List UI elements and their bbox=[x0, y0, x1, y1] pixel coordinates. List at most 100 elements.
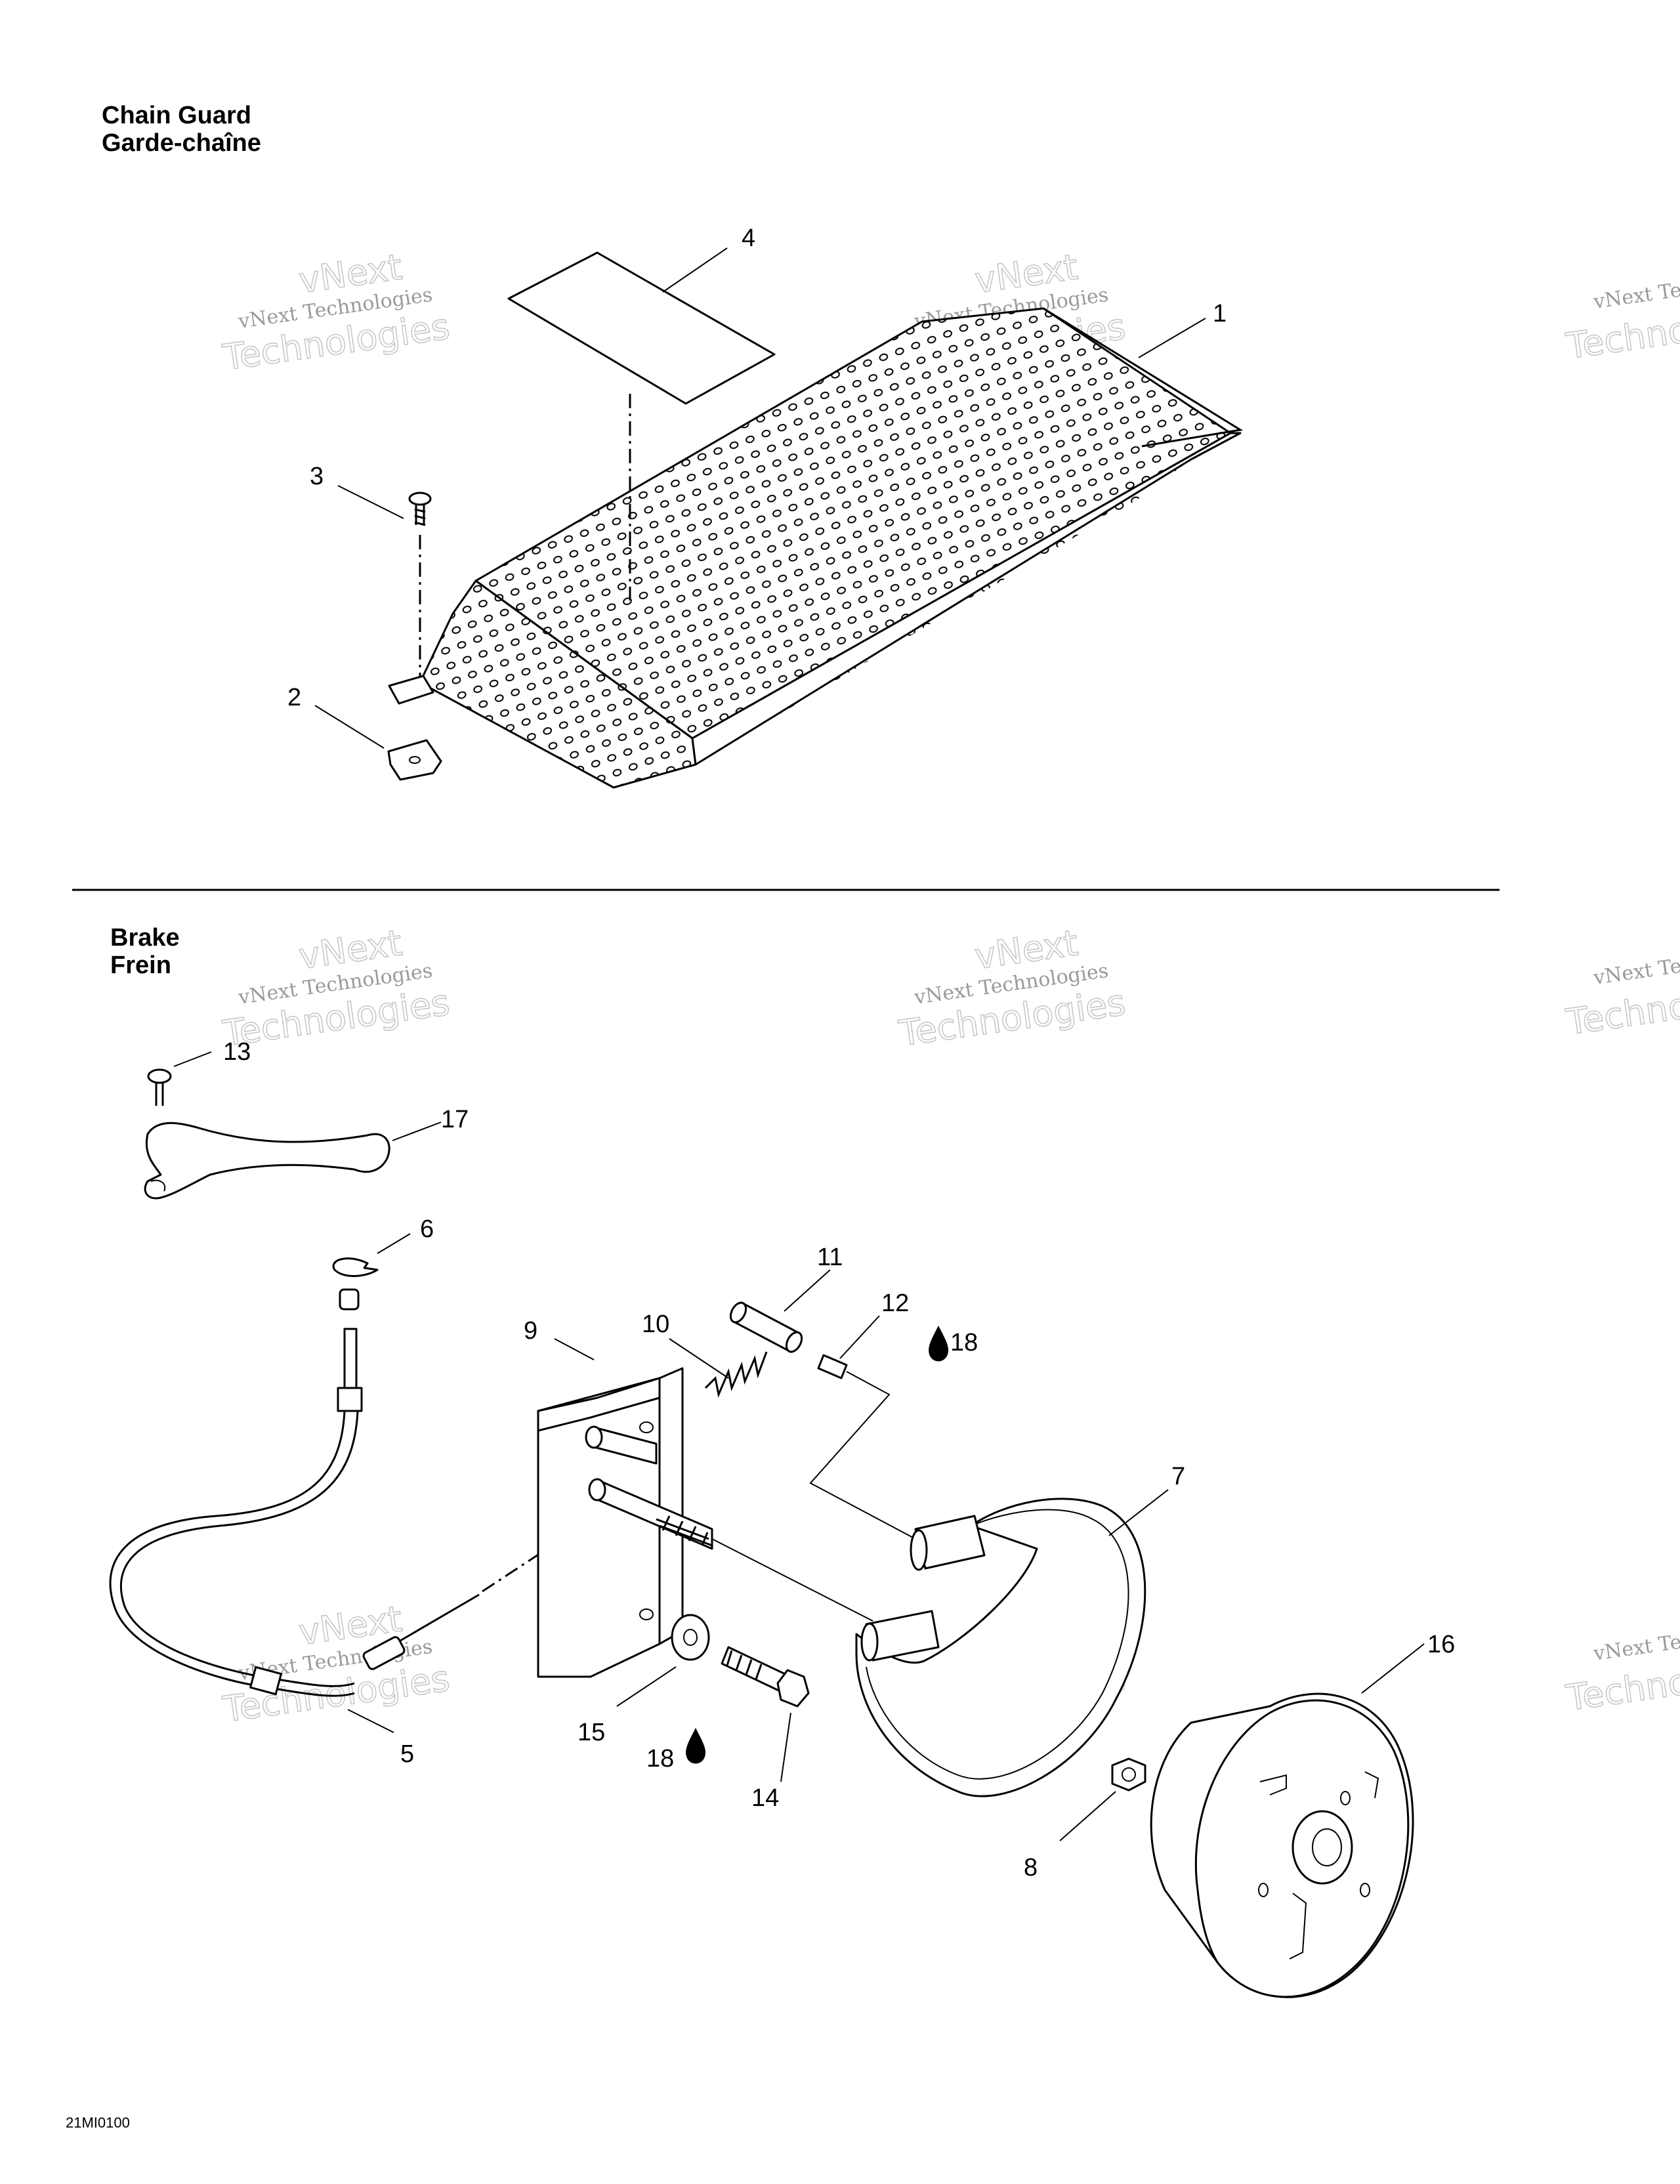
guard-side-face bbox=[691, 432, 1242, 766]
watermark-partial: vNext Te Techno bbox=[1563, 278, 1680, 368]
nut-body bbox=[387, 739, 442, 781]
leader-12 bbox=[839, 1315, 880, 1359]
guard-flange-edge bbox=[1043, 307, 1244, 448]
guard-end-holes bbox=[420, 581, 696, 788]
callout-10: 10 bbox=[642, 1311, 669, 1338]
pin-end bbox=[585, 1425, 603, 1449]
watermark-partial-text: vNext Te bbox=[1591, 954, 1680, 990]
band-inner-edge bbox=[866, 1509, 1129, 1780]
watermark-partial-text: vNext Te bbox=[1591, 1630, 1680, 1666]
leader-11 bbox=[784, 1269, 831, 1312]
callout-5: 5 bbox=[400, 1740, 414, 1768]
pin-end bbox=[785, 1331, 803, 1353]
bracket-hole bbox=[639, 1421, 654, 1433]
callout-18-lower: 18 bbox=[646, 1745, 674, 1773]
cable-end-fitting bbox=[339, 1288, 360, 1311]
chain-guard-title-en: Chain Guard bbox=[102, 102, 252, 129]
cable-adjuster bbox=[249, 1666, 282, 1696]
callout-11: 11 bbox=[817, 1244, 843, 1271]
callout-7: 7 bbox=[1171, 1463, 1185, 1490]
part-5-brake-cable bbox=[109, 1288, 480, 1697]
washer-outer bbox=[671, 1614, 710, 1661]
bolt-axis-line bbox=[711, 1538, 873, 1622]
handle-slot bbox=[150, 1179, 166, 1192]
part-3-screw bbox=[408, 492, 432, 526]
watermark-partial: vNext Te Techno bbox=[1563, 1630, 1680, 1719]
brake-title-fr: Frein bbox=[110, 952, 171, 979]
leader-9 bbox=[554, 1338, 595, 1360]
drum-slot bbox=[1259, 1774, 1287, 1796]
leader-5 bbox=[347, 1709, 394, 1733]
callout-15: 15 bbox=[578, 1719, 605, 1746]
watermark: vNext vNext Technologies Technologies bbox=[896, 921, 1129, 1055]
assembly-path-line bbox=[809, 1371, 916, 1540]
guard-side-holes bbox=[696, 459, 1191, 765]
screw-shank bbox=[155, 1083, 164, 1106]
band-outer bbox=[855, 1498, 1146, 1797]
leader-1 bbox=[1138, 318, 1206, 358]
leader-6 bbox=[377, 1233, 411, 1254]
part-1-chain-guard bbox=[419, 307, 1244, 789]
brake-heading: Brake Frein bbox=[110, 924, 180, 979]
part-4-decal bbox=[507, 251, 776, 405]
callout-12: 12 bbox=[881, 1290, 909, 1317]
leader-7 bbox=[1108, 1489, 1169, 1536]
part-14-bolt bbox=[721, 1646, 810, 1708]
cable-end-sleeve bbox=[362, 1636, 406, 1670]
callout-16: 16 bbox=[1427, 1631, 1455, 1658]
leader-13 bbox=[173, 1051, 212, 1067]
drum-bore bbox=[1312, 1828, 1342, 1866]
pin-end bbox=[588, 1478, 606, 1502]
callout-2: 2 bbox=[287, 684, 301, 711]
callout-6: 6 bbox=[420, 1215, 434, 1243]
part-6-e-clip bbox=[332, 1257, 379, 1277]
oil-drop-icon bbox=[686, 1728, 706, 1764]
leader-14 bbox=[780, 1712, 791, 1782]
drum-hole bbox=[1340, 1791, 1351, 1805]
watermark-partial: vNext Te Techno bbox=[1563, 954, 1680, 1043]
watermark: vNext vNext Technologies Technologies bbox=[220, 1597, 453, 1731]
watermark-partial-text: vNext Te bbox=[1591, 278, 1680, 314]
part-16-brake-drum bbox=[1150, 1692, 1414, 1998]
drum-hole bbox=[1258, 1883, 1269, 1897]
pin-thread bbox=[656, 1515, 713, 1547]
band-lower-ear-end bbox=[860, 1622, 879, 1662]
part-12-set-screw bbox=[817, 1354, 848, 1379]
leader-17 bbox=[392, 1122, 442, 1141]
watermark-partial-techno: Techno bbox=[1563, 1661, 1680, 1719]
callout-13: 13 bbox=[223, 1038, 251, 1066]
leader-15 bbox=[616, 1666, 677, 1707]
drum-hub bbox=[1292, 1810, 1353, 1885]
callout-1: 1 bbox=[1213, 300, 1227, 327]
leader-2 bbox=[314, 705, 385, 749]
nut-hole bbox=[409, 756, 421, 764]
bolt-thread bbox=[726, 1650, 763, 1680]
watermark-partial-techno: Techno bbox=[1563, 309, 1680, 368]
cable-ferrule bbox=[337, 1387, 363, 1412]
callout-4: 4 bbox=[742, 224, 755, 252]
part-13-screw bbox=[147, 1068, 172, 1106]
part-10-spring bbox=[704, 1351, 768, 1398]
callout-14: 14 bbox=[751, 1784, 779, 1812]
drum-slot bbox=[1364, 1771, 1379, 1799]
callout-18-upper: 18 bbox=[950, 1329, 978, 1356]
leader-4 bbox=[662, 247, 728, 293]
bolt-head bbox=[776, 1669, 810, 1708]
leader-3 bbox=[337, 485, 404, 519]
callout-3: 3 bbox=[310, 463, 324, 490]
chain-guard-title-fr: Garde-chaîne bbox=[102, 129, 261, 157]
leader-10 bbox=[669, 1338, 729, 1379]
bracket-side bbox=[658, 1367, 684, 1645]
part-8-nut bbox=[1111, 1757, 1146, 1792]
leader-16 bbox=[1361, 1643, 1425, 1694]
part-2-clip-nut bbox=[387, 675, 442, 781]
nut-hex bbox=[1111, 1757, 1146, 1792]
watermark-partial-techno: Techno bbox=[1563, 985, 1680, 1043]
chain-guard-heading: Chain Guard Garde-chaîne bbox=[102, 102, 261, 157]
figure-code: 21MI0100 bbox=[66, 2114, 130, 2131]
screw-thread bbox=[414, 504, 426, 526]
guard-top-holes bbox=[476, 308, 1230, 738]
cable-wire bbox=[400, 1593, 480, 1642]
part-17-brake-handle bbox=[144, 1122, 390, 1200]
